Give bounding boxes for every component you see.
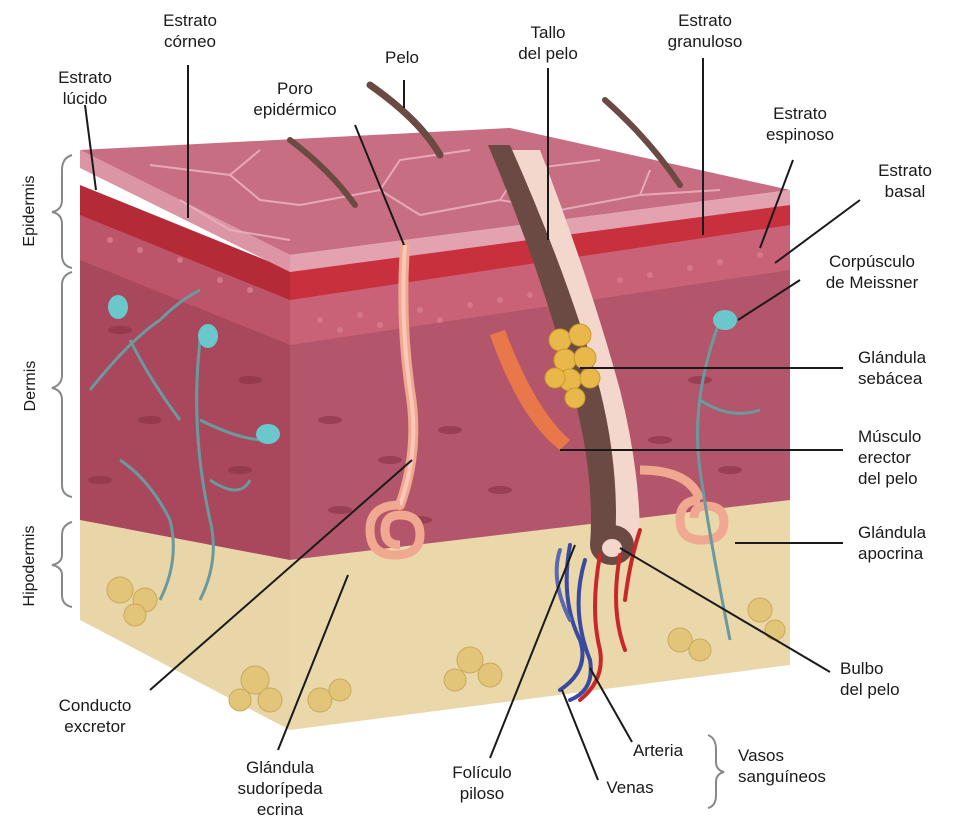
layer-epidermis: Epidermis — [21, 171, 43, 251]
layer-hipodermis: Hipodermis — [21, 518, 43, 614]
meissner-left-2 — [198, 324, 218, 348]
label-arteria: Arteria — [616, 740, 700, 761]
layer-dermis: Dermis — [22, 351, 44, 421]
meissner-right — [713, 310, 737, 330]
label-pelo: Pelo — [372, 47, 432, 68]
meissner-left-1 — [108, 295, 128, 319]
meissner-left-3 — [256, 424, 280, 444]
label-venas: Venas — [590, 777, 670, 798]
